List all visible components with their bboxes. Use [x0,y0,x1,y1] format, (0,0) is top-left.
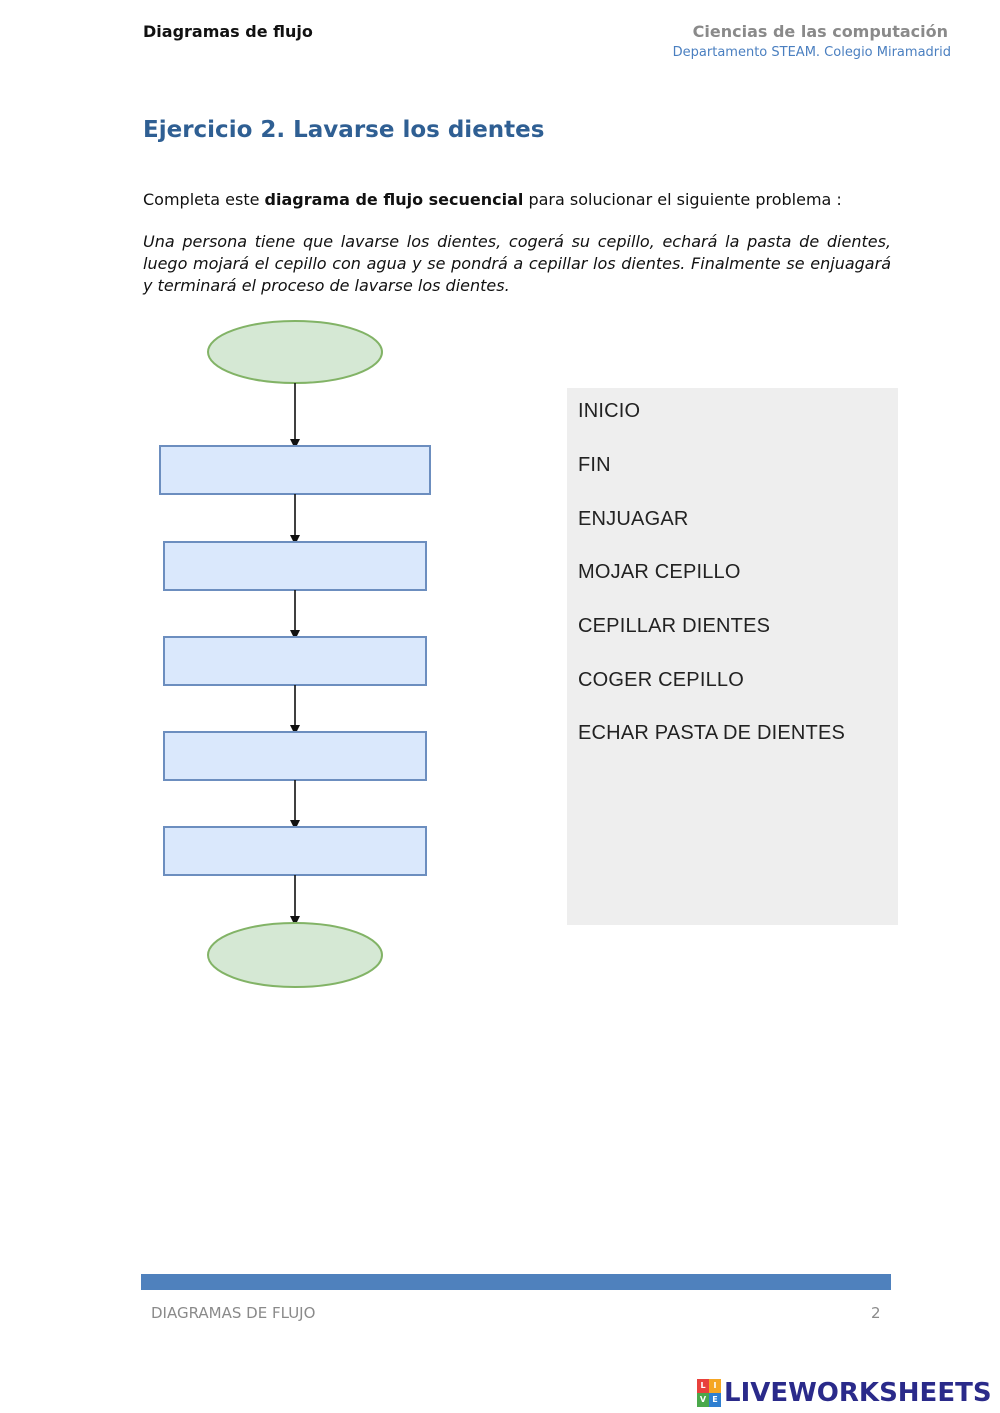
flowchart [159,320,431,988]
page-number: 2 [871,1304,881,1322]
footer-bar [141,1274,891,1290]
start-terminal[interactable] [207,320,383,384]
header-left-title: Diagramas de flujo [143,22,313,41]
option-item[interactable]: MOJAR CEPILLO [578,561,741,583]
instructions: Completa este diagrama de flujo secuenci… [143,190,842,209]
logo-letter: V [697,1393,709,1407]
option-item[interactable]: COGER CEPILLO [578,669,744,691]
process-box-4[interactable] [163,731,427,781]
logo-letter: I [709,1379,721,1393]
option-item[interactable]: ECHAR PASTA DE DIENTES [578,722,846,744]
process-box-5[interactable] [163,826,427,876]
instructions-bold: diagrama de flujo secuencial [264,190,524,209]
logo-letter: L [697,1379,709,1393]
header-department: Departamento STEAM. Colegio Miramadrid [672,45,951,60]
options-panel: INICIO FIN ENJUAGAR MOJAR CEPILLO CEPILL… [567,388,898,925]
instructions-text-end: para solucionar el siguiente problema : [523,190,842,209]
liveworksheets-logo-icon: L I V E [697,1379,721,1407]
brand-text: LIVEWORKSHEETS [724,1378,992,1408]
option-item[interactable]: INICIO [578,400,641,422]
process-box-3[interactable] [163,636,427,686]
liveworksheets-brand[interactable]: L I V E LIVEWORKSHEETS [697,1376,992,1410]
end-terminal[interactable] [207,922,383,988]
logo-letter: E [709,1393,721,1407]
option-item[interactable]: ENJUAGAR [578,508,689,530]
process-box-1[interactable] [159,445,431,495]
exercise-title: Ejercicio 2. Lavarse los dientes [143,117,545,143]
header-course-title: Ciencias de las computación [692,22,948,41]
process-box-2[interactable] [163,541,427,591]
option-item[interactable]: CEPILLAR DIENTES [578,615,771,637]
footer-title: DIAGRAMAS DE FLUJO [151,1304,316,1322]
problem-statement: Una persona tiene que lavarse los diente… [143,232,891,295]
instructions-text-start: Completa este [143,190,265,209]
option-item[interactable]: FIN [578,454,611,476]
